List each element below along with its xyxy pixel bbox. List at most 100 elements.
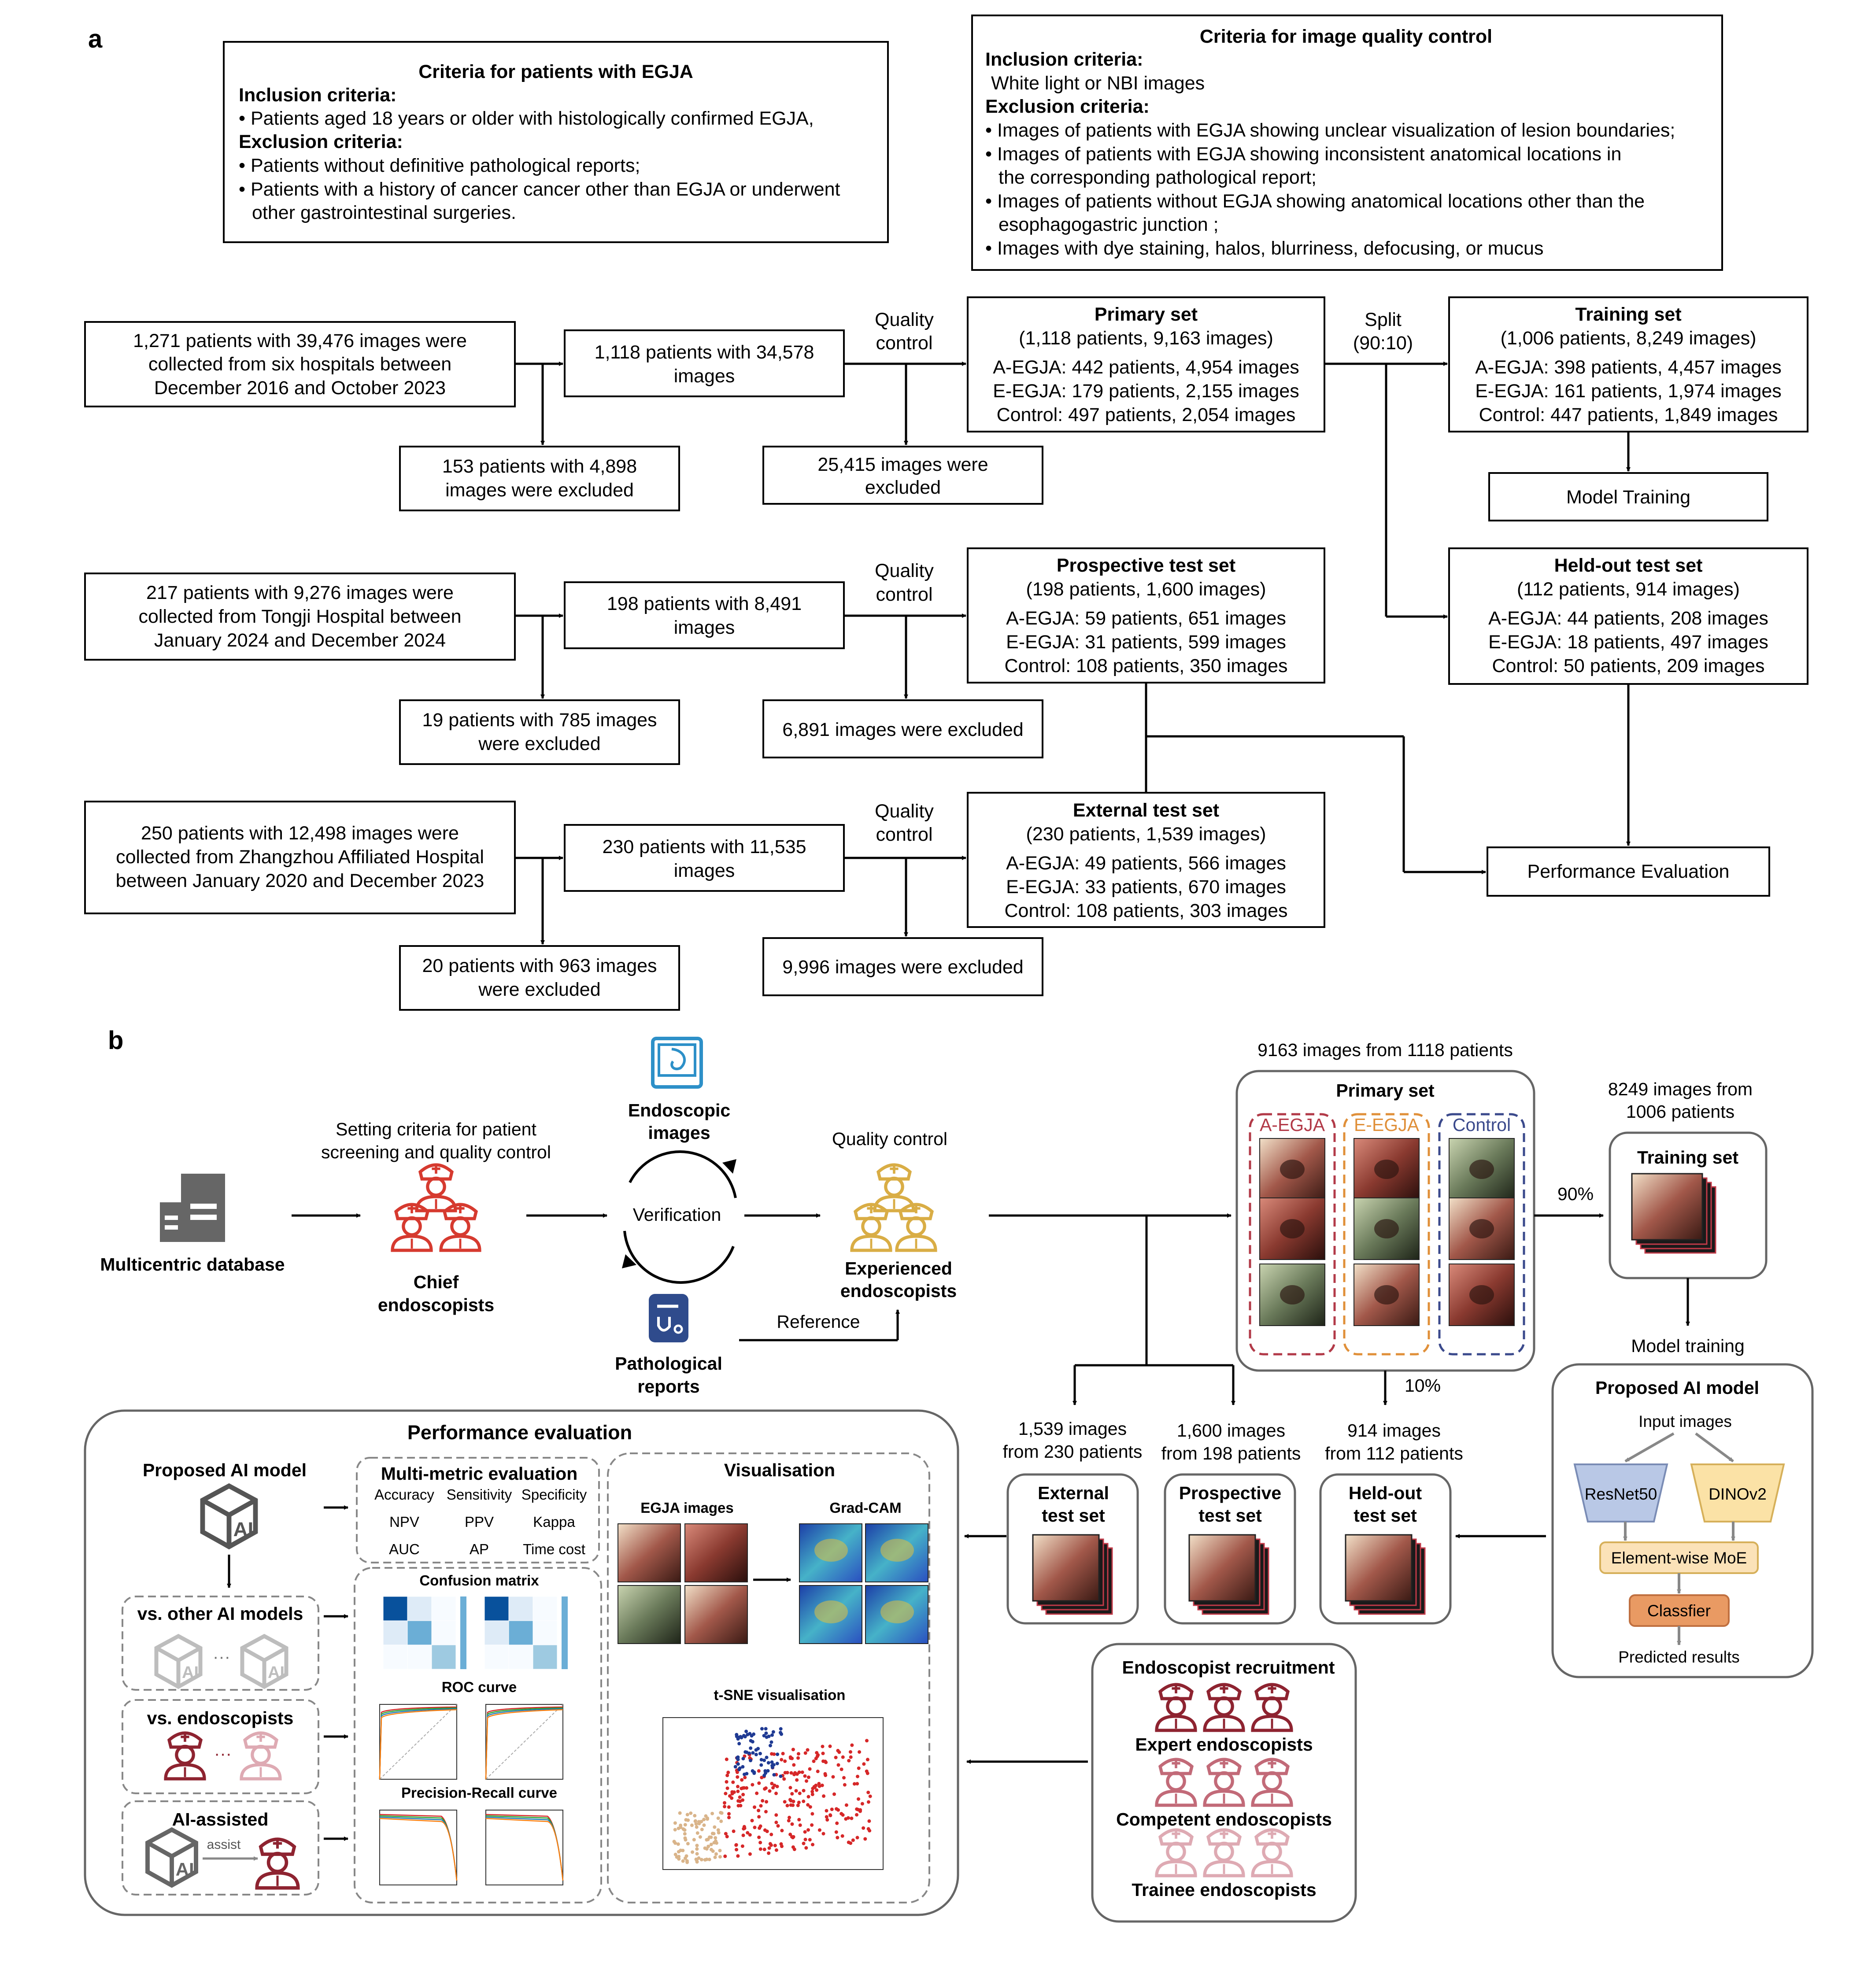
tsne-point-e-egja (779, 1774, 783, 1778)
tsne-point-control (694, 1857, 698, 1861)
tsne-point-control (683, 1823, 687, 1827)
tsne-point-a-egja (745, 1786, 749, 1790)
row1-excluded-images-line1: 25,415 images were (817, 454, 988, 475)
tsne-point-a-egja (860, 1802, 864, 1806)
tsne-point-a-egja (862, 1762, 866, 1766)
tsne-point-e-egja (752, 1771, 756, 1775)
tsne-point-e-egja (776, 1752, 780, 1756)
held-card-title-line2: test set (1354, 1505, 1417, 1526)
tsne-point-e-egja (767, 1734, 771, 1738)
tsne-point-a-egja (821, 1759, 825, 1763)
metric-label: AP (470, 1541, 489, 1557)
doctor-icon (255, 1837, 300, 1890)
tsne-point-a-egja (847, 1840, 851, 1844)
doctor-icon (1155, 1828, 1197, 1877)
confusion-title: Confusion matrix (419, 1572, 539, 1589)
tsne-point-e-egja (735, 1733, 739, 1737)
doctor-icon (873, 1163, 915, 1212)
tsne-point-a-egja (740, 1844, 744, 1848)
doctor-icon (1251, 1828, 1293, 1877)
egja-image (684, 1523, 748, 1582)
tsne-point-a-egja (725, 1780, 729, 1784)
metric-label: Time cost (523, 1541, 585, 1557)
tsne-point-control (684, 1818, 688, 1822)
tsne-point-a-egja (781, 1752, 785, 1755)
tsne-point-e-egja (736, 1762, 740, 1766)
patient-exclusion-2b: other gastrointestinal surgeries. (252, 202, 516, 223)
tsne-point-a-egja (857, 1766, 861, 1770)
tsne-point-control (714, 1836, 717, 1840)
tsne-point-control (693, 1819, 697, 1823)
patient-criteria-title: Criteria for patients with EGJA (418, 61, 693, 82)
tsne-point-a-egja (865, 1739, 869, 1743)
tsne-point-a-egja (741, 1833, 745, 1837)
confusion-cell (431, 1620, 456, 1645)
tsne-point-e-egja (756, 1747, 760, 1751)
tsne-point-a-egja (855, 1836, 859, 1840)
tsne-point-a-egja (841, 1755, 845, 1759)
egja-images-label: EGJA images (640, 1500, 734, 1516)
tsne-point-e-egja (768, 1744, 772, 1748)
tsne-point-a-egja (727, 1815, 731, 1819)
tsne-point-control (685, 1860, 689, 1864)
perf-title: Performance evaluation (407, 1421, 632, 1444)
lumen-shadow (1469, 1219, 1494, 1238)
image-exclusion-heading: Exclusion criteria: (985, 96, 1150, 117)
tsne-point-e-egja (762, 1774, 766, 1777)
tsne-point-control (673, 1821, 677, 1825)
row2-qc-line2: control (876, 584, 932, 605)
tsne-point-a-egja (817, 1828, 821, 1832)
pro-card-title-line2: test set (1198, 1505, 1262, 1526)
tsne-point-a-egja (779, 1842, 783, 1846)
visualisation-images (618, 1523, 928, 1644)
mini-plot-curve (379, 1707, 457, 1780)
row2-kept-line1: 198 patients with 8,491 (607, 593, 802, 614)
tsne-point-a-egja (764, 1810, 768, 1814)
metric-label: NPV (389, 1514, 419, 1530)
row1-source-line2: collected from six hospitals between (148, 354, 451, 375)
pr-plots (379, 1810, 564, 1885)
image-exclusion-4: • Images with dye staining, halos, blurr… (985, 238, 1543, 259)
tsne-point-a-egja (837, 1750, 841, 1754)
tsne-point-a-egja (825, 1818, 829, 1822)
tsne-point-control (714, 1852, 718, 1856)
tsne-point-a-egja (802, 1788, 806, 1792)
egja-image (618, 1585, 681, 1644)
verification-label: Verification (633, 1205, 721, 1225)
tsne-point-a-egja (755, 1791, 759, 1795)
confusion-cell (383, 1644, 408, 1670)
tsne-point-a-egja (862, 1826, 865, 1830)
tsne-point-a-egja (734, 1843, 738, 1847)
tsne-point-a-egja (831, 1775, 835, 1779)
tsne-point-a-egja (821, 1752, 825, 1755)
tsne-point-control (698, 1835, 702, 1839)
lumen-shadow (1374, 1160, 1399, 1179)
tsne-point-control (699, 1858, 703, 1862)
experienced-endoscopists-icon (850, 1163, 937, 1252)
row1-flow: 1,271 patients with 39,476 images were c… (84, 296, 1325, 511)
tsne-point-a-egja (726, 1770, 730, 1774)
tsne-point-a-egja (797, 1800, 801, 1804)
row3-source-line2: collected from Zhangzhou Affiliated Hosp… (116, 846, 484, 868)
tsne-point-e-egja (778, 1731, 782, 1735)
tsne-point-a-egja (730, 1790, 734, 1794)
tsne-point-control (708, 1835, 712, 1839)
confusion-cell (508, 1644, 533, 1670)
heldout-set-title: Held-out test set (1554, 555, 1703, 576)
tsne-point-a-egja (808, 1838, 812, 1842)
dots-separator: ··· (213, 1647, 230, 1667)
tsne-point-e-egja (771, 1730, 775, 1734)
confusion-cell (533, 1644, 558, 1670)
tsne-point-a-egja (767, 1846, 771, 1850)
tsne-point-a-egja (804, 1846, 808, 1850)
tsne-point-control (718, 1855, 722, 1859)
tsne-point-a-egja (850, 1816, 854, 1820)
row1-excluded-patients-line1: 153 patients with 4,898 (442, 456, 637, 477)
image-criteria-box: Criteria for image quality control Inclu… (971, 15, 1723, 271)
tsne-point-control (676, 1842, 680, 1846)
tsne-point-a-egja (806, 1795, 810, 1799)
tsne-point-control (691, 1850, 695, 1854)
proposed-ai-model-card: Proposed AI model Input images ResNet50 … (1551, 1363, 1814, 1678)
confusion-cell (431, 1596, 456, 1621)
tsne-point-a-egja (736, 1799, 740, 1803)
